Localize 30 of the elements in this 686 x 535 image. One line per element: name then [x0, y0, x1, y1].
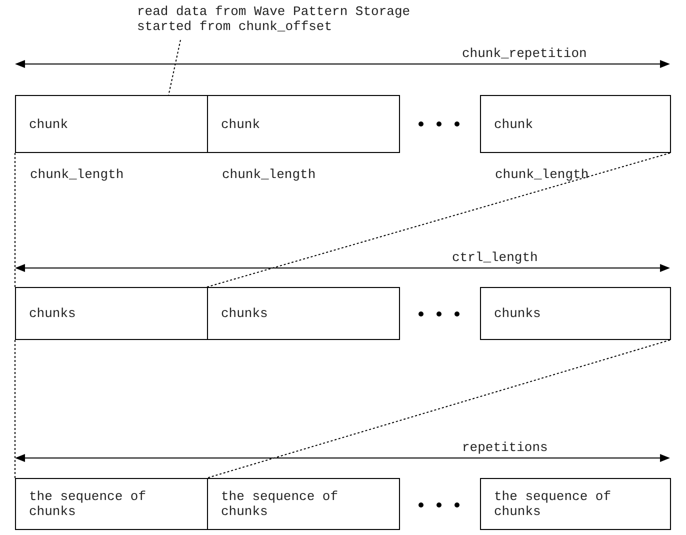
length-label: chunk_length — [30, 166, 124, 184]
box-label: chunk — [494, 116, 534, 132]
box-label: the sequence of chunks — [494, 489, 612, 519]
box-label: chunks — [29, 306, 76, 321]
block-box — [207, 478, 400, 530]
block-box — [207, 287, 400, 340]
block-box — [15, 95, 208, 153]
box-label: the sequence of chunks — [221, 489, 339, 519]
box-label: chunks — [494, 306, 541, 321]
dimension-label: repetitions — [462, 439, 548, 457]
annotation-text: read data from Wave Pattern Storage started from chunk_offset — [137, 4, 427, 40]
block-box — [15, 287, 208, 340]
box-label: chunk — [221, 116, 260, 132]
box-label: chunks — [221, 306, 268, 321]
block-box — [207, 95, 400, 153]
block-box — [480, 478, 671, 530]
length-label: chunk_length — [495, 166, 589, 184]
dimension-label: ctrl_length — [452, 249, 538, 267]
dotted-line — [14, 152, 16, 288]
block-box — [15, 478, 208, 530]
block-box — [480, 95, 671, 153]
dotted-line — [14, 340, 16, 478]
dimension-label: chunk_repetition — [462, 45, 587, 63]
box-label: chunk — [29, 116, 68, 132]
leader-line — [168, 40, 181, 96]
dotted-line — [206, 340, 670, 478]
block-box — [480, 287, 671, 340]
length-label: chunk_length — [222, 166, 316, 184]
dotted-line — [206, 152, 670, 288]
box-label: the sequence of chunks — [29, 489, 147, 519]
